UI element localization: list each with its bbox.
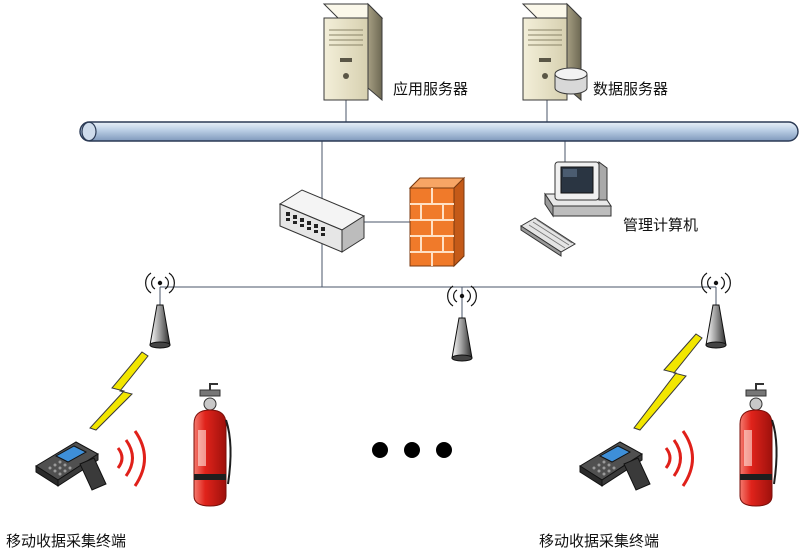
data-server — [521, 2, 588, 102]
network-switch-icon — [278, 189, 366, 253]
management-computer-label: 管理计算机 — [623, 216, 699, 234]
ellipsis-icon — [372, 442, 452, 458]
wireless-antenna-icon — [701, 272, 731, 349]
firewall-icon — [408, 176, 466, 268]
wireless-antenna-icon — [145, 272, 175, 349]
desktop-computer-icon — [520, 161, 612, 257]
data-server-label: 数据服务器 — [593, 80, 669, 98]
server-icon — [322, 2, 384, 102]
handheld-scanner-icon — [579, 441, 651, 491]
fire-extinguisher-icon — [739, 383, 778, 507]
mobile-terminal-label-right: 移动收据采集终端 — [539, 532, 660, 550]
mobile-terminal-label-left: 移动收据采集终端 — [6, 532, 127, 550]
network-bus — [79, 121, 799, 142]
fire-extinguisher-icon — [193, 383, 232, 507]
radio-waves-left — [116, 430, 146, 487]
database-icon — [554, 67, 588, 95]
wireless-antenna-right — [701, 272, 731, 349]
lightning-bolt-icon — [89, 351, 149, 431]
handheld-scanner-icon — [35, 441, 107, 491]
radio-waves-right — [664, 430, 694, 487]
wireless-antenna-icon — [447, 285, 477, 362]
lightning-bolt-icon — [633, 333, 703, 431]
wireless-antenna-left — [145, 272, 175, 349]
app-server-label: 应用服务器 — [393, 80, 469, 98]
wireless-antenna-mid — [447, 285, 477, 362]
